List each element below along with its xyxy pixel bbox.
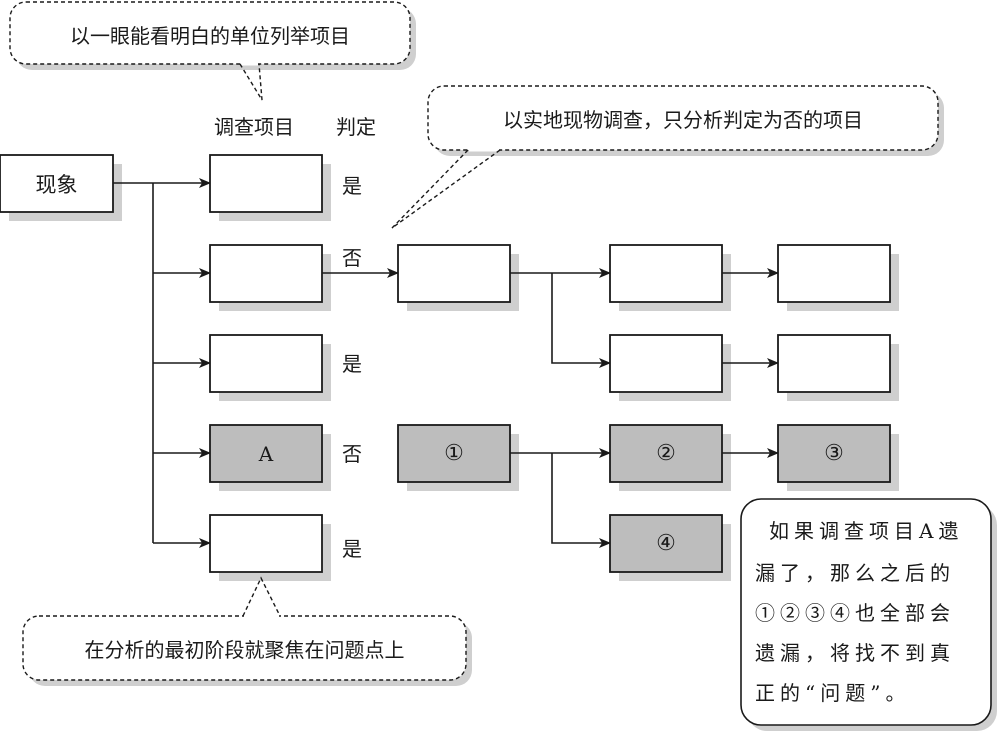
lower-child-1-next-label: ③ [824,441,844,466]
connectors [113,178,779,548]
survey-item-box [209,424,323,483]
note-line: 漏了，那么之后的 [755,561,955,585]
upper-root-box [397,244,511,303]
upper-child-1-next-box [777,244,891,303]
upper-child-2-next-box [777,334,891,393]
callout-shapes [9,1,997,731]
callout-bottom-left-text: 在分析的最初阶段就聚焦在问题点上 [84,638,405,662]
callout-top-left [9,1,411,65]
note-line: 如果调查项目A遗 [769,519,964,543]
boxes [0,154,891,573]
lower-child-1-label: ② [656,441,676,466]
phenomenon-label: 现象 [35,172,78,197]
note-box-frame [740,498,992,726]
connector-arrow [551,273,611,368]
header-judgement: 判定 [336,115,376,139]
survey-item-box [209,514,323,573]
judgement-label: 是 [342,537,362,561]
header-survey-item: 调查项目 [214,115,294,139]
callout-top-right-tail [391,149,501,229]
connector-arrow [551,453,611,548]
note-box: 如果调查项目A遗 漏了，那么之后的 ①②③④也全部会 遗漏，将找不到真 正的“问… [741,499,991,725]
note-line: ①②③④也全部会 [755,601,955,625]
callout-bottom-left-tail [242,576,281,617]
survey-item-box [209,244,323,303]
lower-root-box [397,424,511,483]
callout-top-right-text: 以实地现物调查，只分析判定为否的项目 [503,107,863,132]
note-line: 正的“问题”。 [755,681,911,705]
lower-child-2-box [609,514,723,573]
lower-child-1-next-box [777,424,891,483]
lower-child-1-box [609,424,723,483]
survey-item-box [209,154,323,213]
survey-item-box [209,334,323,393]
upper-child-2-box [609,334,723,393]
phenomenon-box [0,154,114,213]
callout-top-right [427,85,939,151]
callout-top-left-tail [239,63,263,101]
judgement-label: 否 [342,246,362,270]
note-line: 遗漏，将找不到真 [755,641,955,665]
judgement-label: 是 [342,174,362,198]
lower-child-2-label: ④ [656,531,676,556]
callout-top-left-text: 以一眼能看明白的单位列举项目 [70,24,350,48]
judgement-label: 是 [342,352,362,376]
survey-item-a-label: A [258,441,274,466]
lower-root-label: ① [444,441,464,466]
upper-child-1-box [609,244,723,303]
judgement-label: 否 [342,442,362,466]
